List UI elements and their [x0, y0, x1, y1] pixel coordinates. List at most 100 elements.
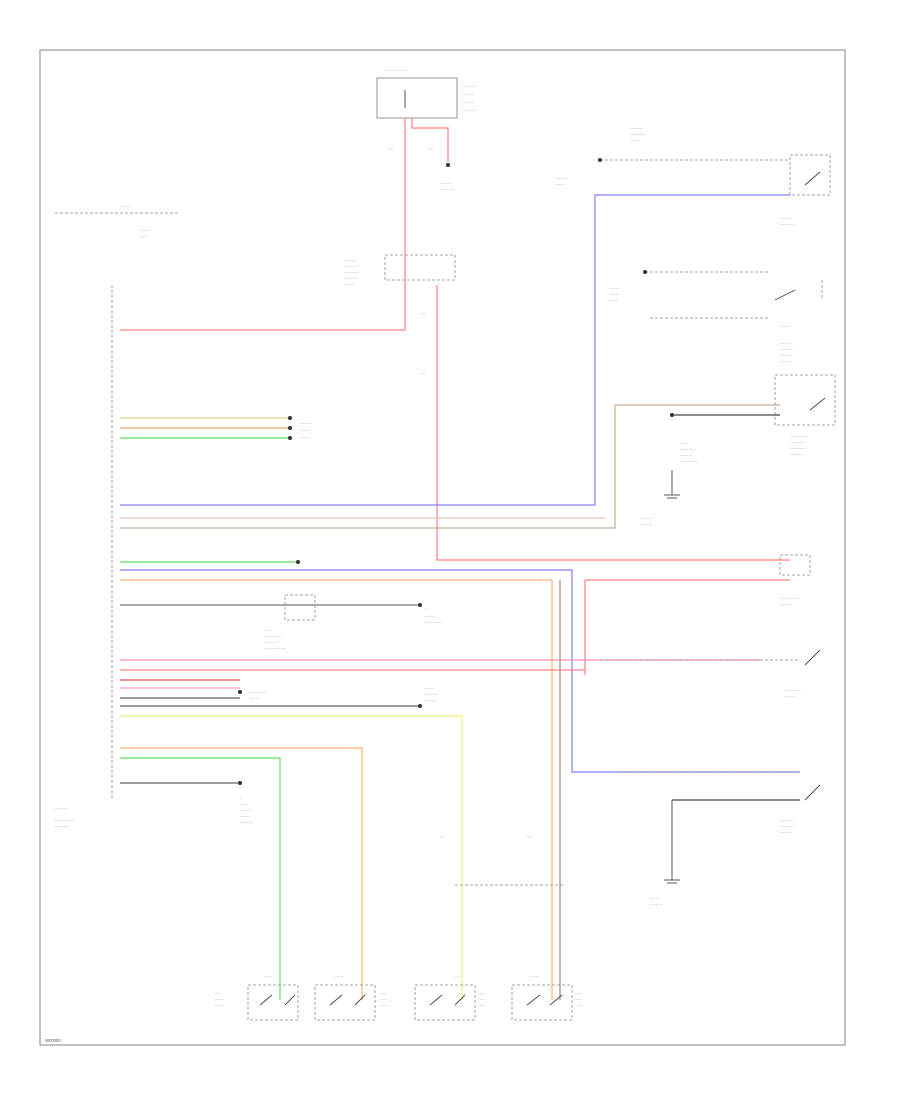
door-switch-right-lower-c: ·········· ··········· ········· ······ … — [620, 771, 821, 907]
svg-text:·············: ············· — [680, 459, 698, 464]
svg-text:····: ···· — [380, 991, 386, 996]
wire-orange-bottom — [120, 747, 363, 1000]
svg-text:········: ········ — [780, 341, 791, 346]
bottom-switch-2: ···· ····· ······ ······ — [314, 974, 388, 1021]
wire-red-fuse-b — [411, 118, 449, 162]
svg-text:····: ···· — [420, 371, 426, 376]
svg-text:·········: ········· — [790, 452, 803, 457]
svg-text:··: ·· — [425, 606, 428, 611]
svg-text:········: ········ — [240, 808, 251, 813]
svg-text:········: ········ — [120, 204, 131, 209]
bottom-switch-1: ···· ······ ······ ····· — [215, 974, 299, 1021]
svg-text:·········: ········· — [650, 902, 663, 907]
svg-text:··: ·· — [240, 796, 243, 801]
svg-text:···········: ··········· — [790, 440, 805, 445]
svg-text:····: ···· — [420, 311, 426, 316]
svg-text:····: ···· — [215, 991, 221, 996]
svg-text:·····: ····· — [478, 1003, 485, 1008]
svg-text:·········: ········· — [780, 830, 793, 835]
svg-text:·····: ····· — [575, 997, 582, 1002]
svg-text:·······: ······· — [610, 292, 620, 297]
svg-text:········: ········ — [780, 602, 791, 607]
svg-text:·········: ········· — [55, 806, 68, 811]
svg-text:·······: ······· — [785, 694, 795, 699]
svg-text:··········: ·········· — [463, 84, 477, 89]
wire-green-bottom — [120, 757, 281, 1000]
svg-text:·········: ········· — [240, 820, 253, 825]
svg-text:·············: ············· — [780, 596, 798, 601]
svg-text:······: ······ — [250, 696, 258, 701]
svg-text:·······: ······· — [555, 182, 565, 187]
svg-text:·········: ········· — [345, 264, 358, 269]
seatbelt-switch-top-right: ········· ··········· ······· ········· … — [555, 126, 831, 227]
svg-text:·········: ········· — [780, 353, 793, 358]
wire-red-right — [584, 579, 790, 675]
svg-text:······: ······ — [215, 1003, 223, 1008]
svg-text:··············: ·············· — [55, 818, 75, 823]
wire-tan-main — [120, 404, 780, 529]
svg-text:·······: ······· — [300, 435, 310, 440]
svg-text:············: ············ — [790, 446, 807, 451]
svg-text:··········: ·········· — [440, 187, 454, 192]
svg-text:············: ············ — [785, 688, 802, 693]
svg-text:·····: ····· — [575, 1003, 582, 1008]
svg-text:·····: ····· — [140, 234, 147, 239]
svg-text:···········: ··········· — [630, 132, 645, 137]
svg-text:··········: ·········· — [780, 818, 794, 823]
door-switch-right-mid: ····· ··········· ········· ············… — [640, 374, 836, 527]
svg-text:·········: ········· — [463, 92, 476, 97]
svg-text:···: ··· — [440, 834, 444, 839]
svg-text:······: ······ — [240, 802, 248, 807]
svg-text:········: ········ — [425, 614, 436, 619]
svg-text:········: ········ — [440, 181, 451, 186]
svg-text:·········: ········· — [345, 276, 358, 281]
svg-text:······: ······ — [610, 286, 618, 291]
svg-text:······: ······ — [380, 1003, 388, 1008]
svg-text:·······: ······· — [780, 324, 790, 329]
figure-id: W00000 — [45, 1038, 61, 1043]
svg-text:···············: ··············· — [265, 646, 286, 651]
bottom-switch-4: ····· ····· ····· ······ — [511, 974, 582, 1021]
wire-red-door — [436, 285, 790, 561]
svg-text:··········: ·········· — [345, 270, 359, 275]
svg-text:·····: ····· — [265, 628, 272, 633]
svg-text:······: ······ — [215, 997, 223, 1002]
svg-text:··········: ·········· — [425, 692, 439, 697]
svg-text:········: ········ — [345, 258, 356, 263]
wire-red-power — [120, 118, 406, 331]
combination-meter-box: ········ ········· ·········· ········· … — [345, 254, 456, 287]
svg-text:········: ········ — [463, 100, 474, 105]
svg-text:·········: ········· — [555, 176, 568, 181]
svg-text:···: ··· — [455, 974, 459, 979]
svg-text:············: ············ — [790, 434, 807, 439]
svg-text:········: ········ — [780, 216, 791, 221]
svg-text:········: ········ — [780, 359, 791, 364]
svg-text:······: ······ — [335, 974, 343, 979]
svg-text:·········: ········· — [630, 126, 643, 131]
wire-blue-2 — [120, 569, 800, 773]
svg-text:·····: ····· — [265, 974, 272, 979]
top-fuse-box: ········ ······· ·········· ········· ··… — [376, 68, 477, 119]
svg-text:·····: ····· — [478, 991, 485, 996]
door-switch-right-lower-a: ············· ········ — [779, 554, 811, 607]
wire-yellow-3 — [120, 715, 463, 1000]
bottom-switch-3: ····· ····· ····· ··· — [414, 974, 485, 1021]
svg-text:·········: ········· — [640, 522, 653, 527]
svg-text:·······: ······· — [300, 428, 310, 433]
svg-text:·········: ········· — [640, 516, 653, 521]
svg-text:··········: ·········· — [463, 108, 477, 113]
svg-text:·········: ········· — [300, 421, 313, 426]
wire-blue-main — [120, 194, 720, 506]
svg-text:···········: ··········· — [680, 447, 695, 452]
svg-text:··········: ·········· — [780, 347, 794, 352]
svg-text:·····: ····· — [575, 991, 582, 996]
svg-text:···········: ··········· — [780, 824, 795, 829]
svg-text:·····: ····· — [610, 298, 617, 303]
svg-text:·······: ······· — [425, 686, 435, 691]
wire-orange-2 — [120, 579, 553, 1000]
svg-text:······: ······ — [530, 974, 538, 979]
svg-text:············: ············ — [250, 690, 267, 695]
svg-text:·······: ······· — [240, 814, 250, 819]
svg-text:·····: ····· — [478, 997, 485, 1002]
